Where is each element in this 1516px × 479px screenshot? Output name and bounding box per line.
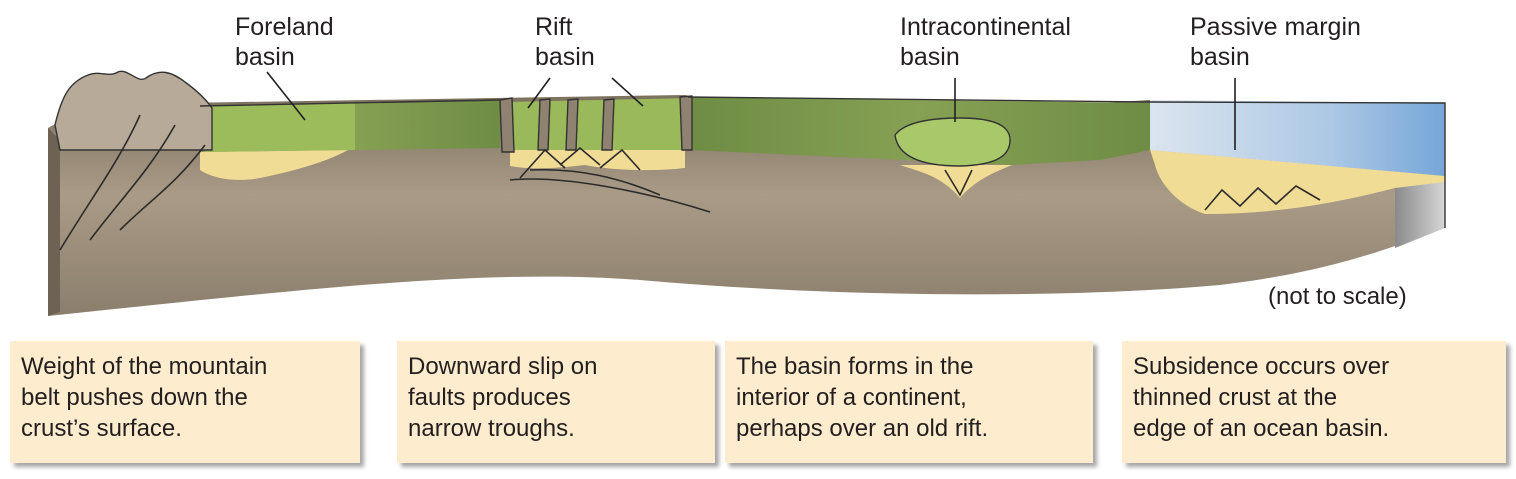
caption-passive-margin: Subsidence occurs over thinned crust at … xyxy=(1122,341,1506,463)
rift-roots xyxy=(944,169,973,197)
intracontinental-basin-label: Intracontinental basin xyxy=(900,13,1071,71)
crust-left-face xyxy=(48,128,60,316)
leader-lines xyxy=(266,71,1236,150)
foreland-basin-label: Foreland basin xyxy=(235,13,334,71)
intracontinental-basin-fill xyxy=(894,117,1011,167)
not-to-scale-note: (not to scale) xyxy=(1268,283,1407,310)
foreland-basin-sediment xyxy=(200,150,348,180)
passive-margin-sediment xyxy=(1150,150,1445,214)
passive-margin-fault-blocks xyxy=(1204,185,1321,211)
rift-fault-blocks xyxy=(499,95,693,153)
mountain-belt xyxy=(54,70,213,151)
foreland-basin-fill xyxy=(205,103,355,152)
ocean-crust-edge xyxy=(1395,180,1445,248)
intracontinental-basin-sediment xyxy=(900,165,1012,198)
thrust-faults xyxy=(59,114,206,251)
caption-foreland: Weight of the mountain belt pushes down … xyxy=(10,341,360,463)
caption-intracontinental: The basin forms in the interior of a con… xyxy=(725,341,1093,463)
basin-cross-section-diagram xyxy=(48,70,1446,316)
passive-margin-basin-label: Passive margin basin xyxy=(1190,13,1361,71)
passive-margin-ocean xyxy=(1150,100,1445,176)
surface-outline xyxy=(199,96,1446,228)
caption-rift: Downward slip on faults produces narrow … xyxy=(397,341,715,463)
fault-lines xyxy=(509,146,711,213)
rift-basin-fill xyxy=(508,98,690,150)
rift-basin-label: Rift basin xyxy=(535,13,595,71)
rift-basin-sediment xyxy=(510,148,685,171)
